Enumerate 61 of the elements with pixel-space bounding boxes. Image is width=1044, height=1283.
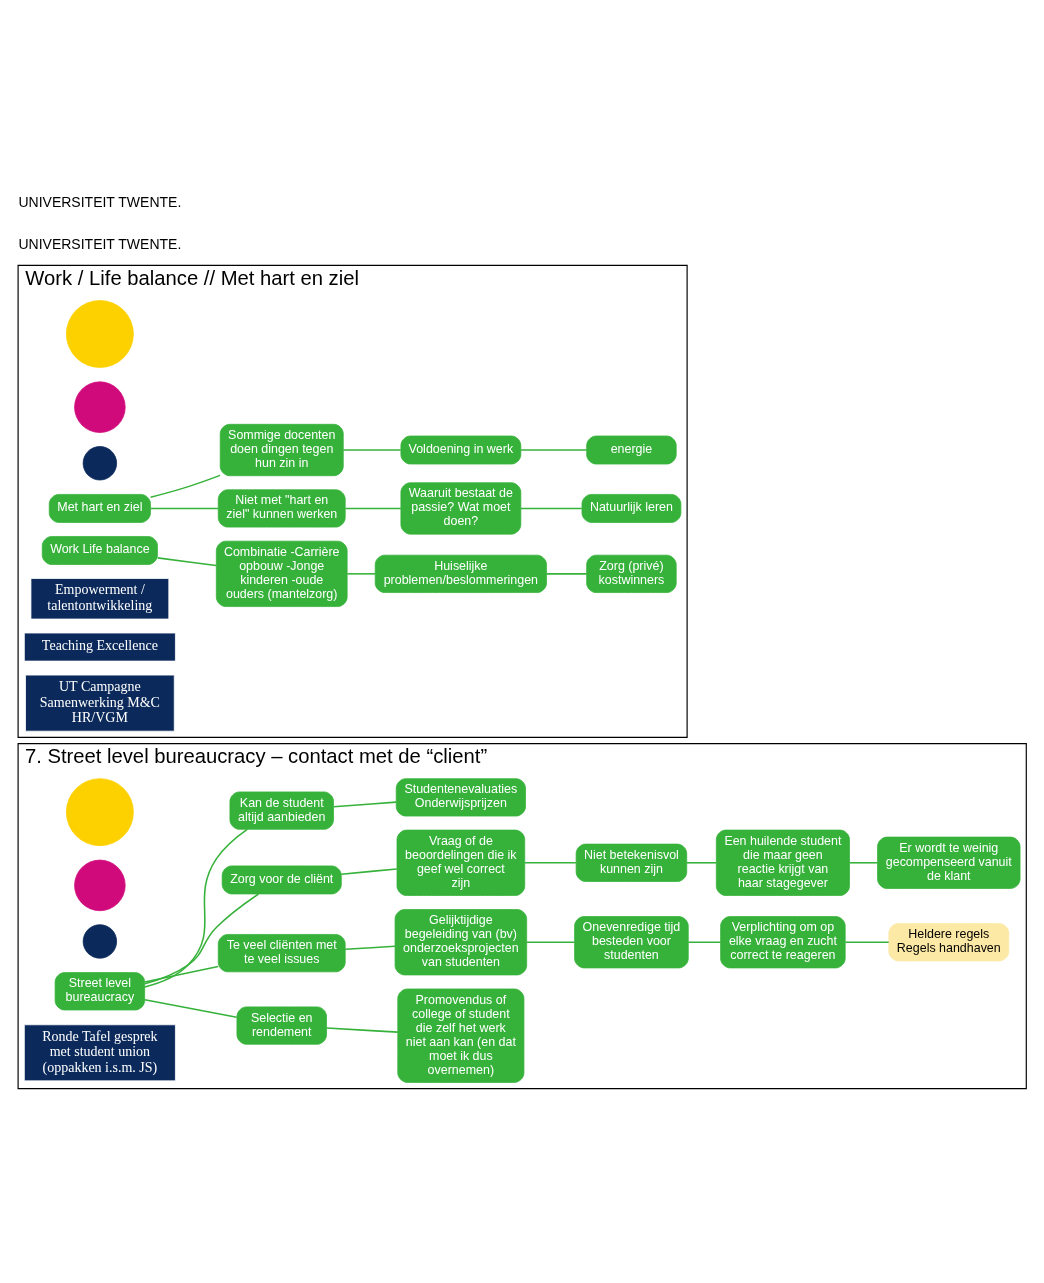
node-box: Gelijktijdige begeleiding van (bv) onderzoeksprojecten van studenten: [394, 908, 528, 975]
node-circle: [82, 923, 117, 959]
connector: [144, 965, 219, 983]
connector: [524, 861, 577, 864]
node-box: Voldoening in werk: [400, 435, 522, 464]
connector: [156, 556, 217, 566]
connector: [545, 572, 588, 575]
node-circle: [74, 381, 126, 433]
connector: [332, 800, 397, 808]
node-box: Te veel cliënten met te veel issues: [217, 933, 346, 972]
node-box: Er wordt te weinig gecompenseerd vanuit de klant: [877, 836, 1021, 889]
node-box: Zorg voor de cliënt: [221, 865, 342, 894]
node-box: Waaruit bestaat de passie? Wat moet doen?: [400, 481, 522, 534]
node-box: Vraag of de beoordelingen die ik geef wel correct zijn: [396, 829, 526, 896]
node-circle: [66, 777, 134, 846]
connector: [520, 507, 583, 509]
node-box: Natuurlijk leren: [581, 493, 682, 523]
node-circle: [74, 859, 126, 911]
node-box: Niet met "hart en ziel" kunnen werken: [217, 488, 346, 527]
node-box: Een huilende student die maar geen reactie krijgt van haar stagegever: [715, 829, 850, 896]
connector: [844, 940, 890, 943]
connector: [687, 940, 722, 943]
connector: [342, 448, 402, 451]
connector: [143, 828, 249, 988]
connector: [525, 940, 576, 943]
label: UNIVERSITEIT TWENTE.: [18, 193, 182, 210]
node-box: Street level bureaucracy: [54, 971, 146, 1010]
label: UNIVERSITEIT TWENTE.: [18, 235, 182, 252]
connector: [149, 507, 219, 509]
connector: [144, 998, 238, 1018]
node-box: Empowerment / talentontwikkeling: [30, 577, 170, 619]
connector: [149, 474, 221, 498]
connector: [346, 572, 376, 575]
node-box: energie: [586, 435, 677, 464]
node-box: Selectie en rendement: [236, 1006, 327, 1045]
node-box: Verplichting om op elke vraag en zucht correct te reageren: [720, 915, 846, 968]
connector: [340, 867, 398, 875]
connector: [144, 892, 260, 985]
node-box: Heldere regels Regels handhaven: [888, 922, 1010, 961]
node-box: Teaching Excellence: [23, 632, 176, 661]
node-box: Met hart en ziel: [48, 493, 151, 523]
node-circle: [66, 299, 134, 368]
connector: [520, 448, 588, 451]
node-box: UT Campagne Samenwerking M&C HR/VGM: [25, 674, 175, 732]
node-box: Zorg (privé) kostwinners: [586, 554, 677, 593]
node-box: Work Life balance: [41, 535, 158, 565]
connector: [344, 507, 402, 509]
node-box: Kan de student altijd aanbieden: [229, 791, 334, 830]
node-box: Ronde Tafel gesprek met student union (oppakken i.s.m. JS): [23, 1023, 176, 1081]
connector: [325, 1026, 399, 1033]
connector: [344, 944, 396, 950]
node-box: Promovendus of college of student die zelf het werk niet aan kan (en dat moet ik dus overnemen): [397, 988, 525, 1083]
node-box: Niet betekenisvol kunnen zijn: [575, 843, 688, 882]
node-box: Huiselijke problemen/beslommeringen: [374, 554, 547, 593]
node-box: Sommige docenten doen dingen tegen hun zin in: [219, 423, 344, 476]
connector: [848, 861, 879, 864]
node-box: Studentenevaluaties Onderwijsprijzen: [395, 777, 526, 816]
connector: [685, 861, 717, 864]
node-box: Onevenredige tijd besteden voor studenten: [574, 915, 689, 968]
node-circle: [82, 445, 117, 480]
node-box: Combinatie -Carrière opbouw -Jonge kinderen -oude ouders (mantelzorg): [215, 540, 348, 607]
